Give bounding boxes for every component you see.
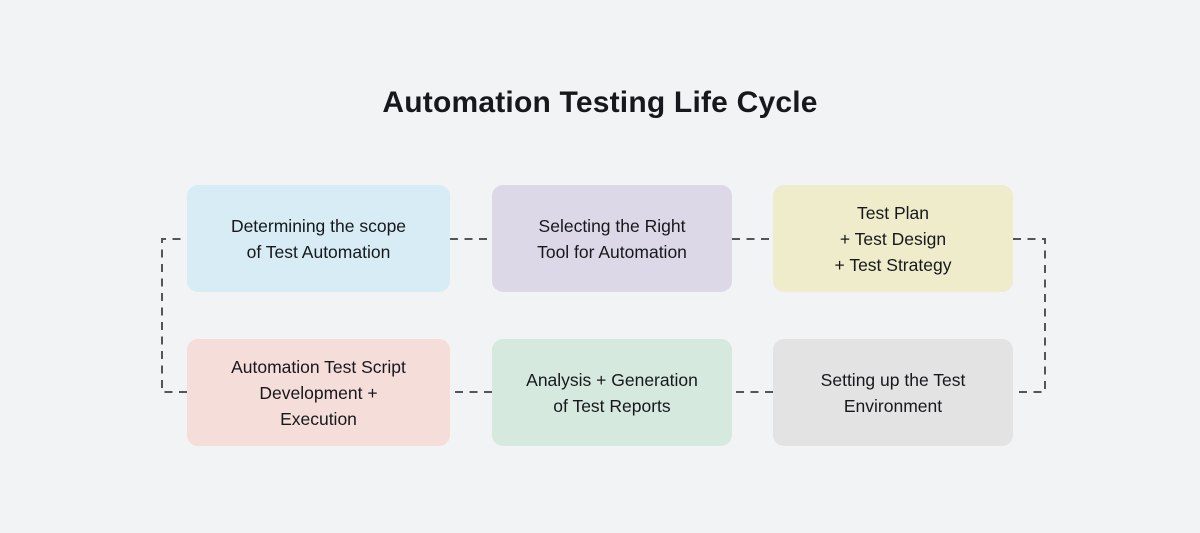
- diagram-title: Automation Testing Life Cycle: [382, 86, 818, 119]
- step-box-script-development-execution: Automation Test Script Development + Exe…: [187, 339, 450, 446]
- connector-left-elbow-cycle: [161, 238, 187, 393]
- connector-step3-step4-right-elbow: [1013, 238, 1046, 393]
- step-box-analysis-test-reports: Analysis + Generation of Test Reports: [492, 339, 732, 446]
- step-box-test-plan-design-strategy: Test Plan + Test Design + Test Strategy: [773, 185, 1013, 292]
- step-box-selecting-tool: Selecting the Right Tool for Automation: [492, 185, 732, 292]
- step-box-setup-test-environment: Setting up the Test Environment: [773, 339, 1013, 446]
- step-box-determining-scope: Determining the scope of Test Automation: [187, 185, 450, 292]
